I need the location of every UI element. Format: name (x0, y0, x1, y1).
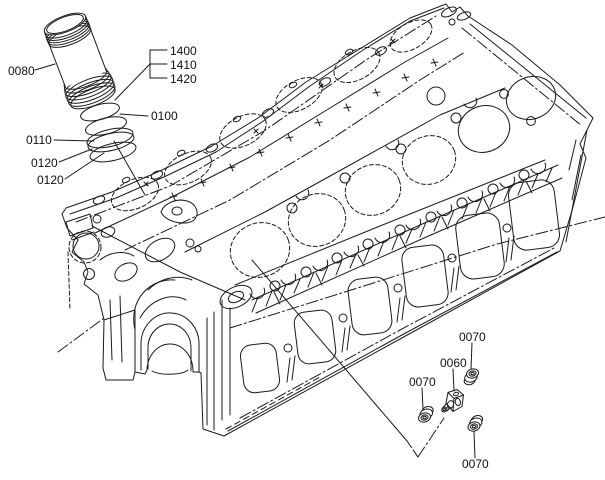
svg-text:0070: 0070 (462, 457, 489, 471)
svg-text:0080: 0080 (8, 64, 35, 78)
svg-text:0070: 0070 (409, 375, 436, 389)
svg-text:0120: 0120 (37, 173, 64, 187)
svg-text:1420: 1420 (170, 72, 197, 86)
svg-text:1400: 1400 (170, 44, 197, 58)
svg-text:0120: 0120 (31, 156, 58, 170)
svg-text:0070: 0070 (459, 330, 486, 344)
svg-text:0100: 0100 (151, 109, 178, 123)
svg-text:1410: 1410 (170, 58, 197, 72)
svg-text:0110: 0110 (26, 133, 52, 147)
svg-text:0060: 0060 (440, 356, 467, 370)
